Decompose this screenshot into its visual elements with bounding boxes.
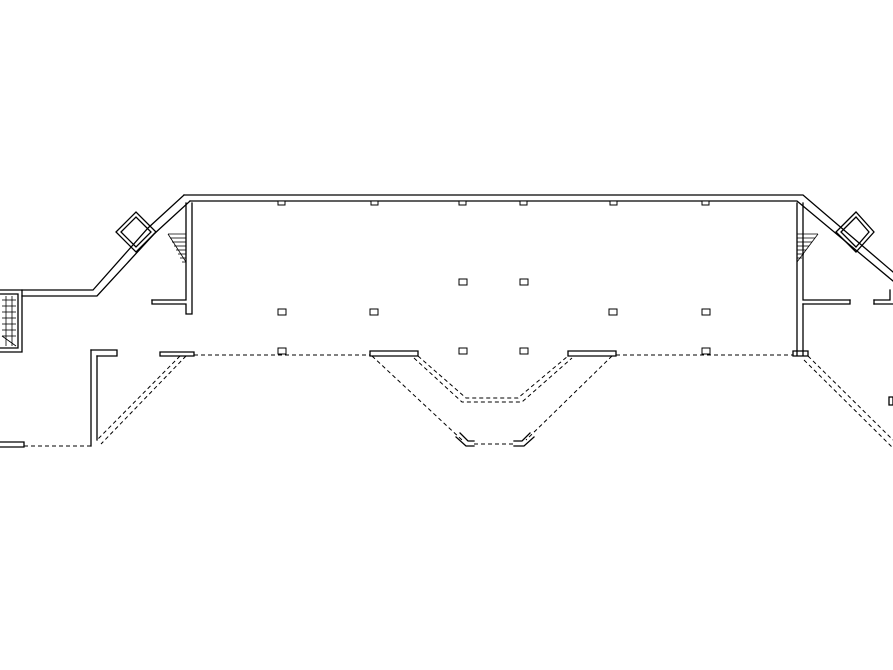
interior-walls xyxy=(90,202,893,447)
north-exterior-wall xyxy=(21,194,893,297)
south-wall-stubs xyxy=(0,350,893,448)
column xyxy=(458,278,468,286)
column xyxy=(277,347,287,355)
north-wall-pilasters xyxy=(277,200,710,206)
chimney-right xyxy=(835,211,875,253)
column xyxy=(519,347,529,355)
stairwell-left xyxy=(167,233,187,263)
column xyxy=(458,347,468,355)
structural-columns xyxy=(277,278,711,355)
column xyxy=(701,347,711,355)
chimney-left xyxy=(115,211,157,253)
column xyxy=(519,278,529,286)
glazing-lines xyxy=(24,354,893,449)
stairwell-right xyxy=(796,233,819,263)
column xyxy=(608,308,618,316)
column xyxy=(369,308,379,316)
column xyxy=(701,308,711,316)
stairwell-far-left xyxy=(0,289,23,353)
column xyxy=(277,308,287,316)
